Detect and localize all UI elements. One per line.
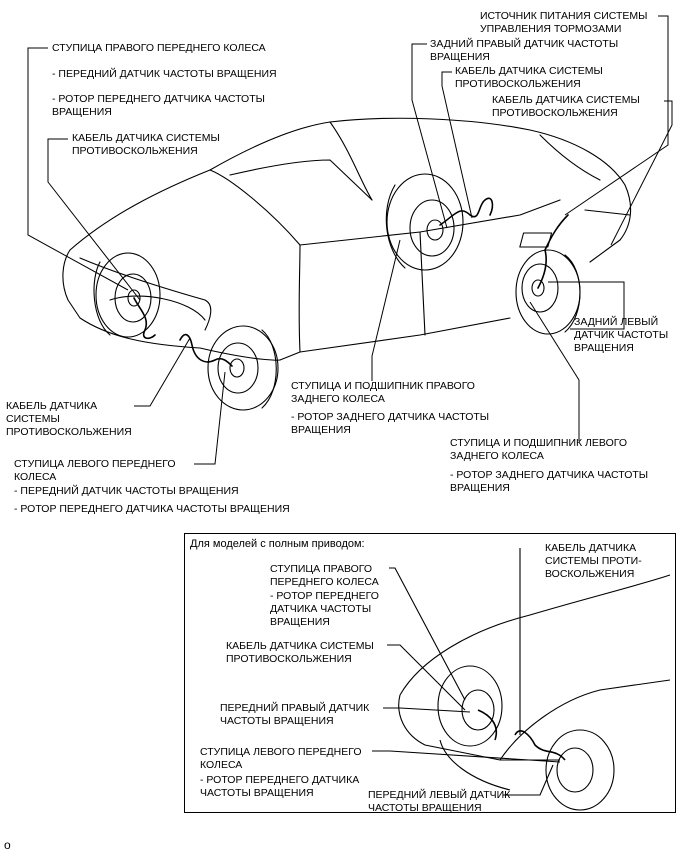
rf-hub-label: СТУПИЦА ПРАВОГО ПЕРЕДНЕГО КОЛЕСА bbox=[52, 42, 266, 54]
rr-hub-rotor-label-1: - РОТОР ЗАДНЕГО ДАТЧИКА ЧАСТОТЫ bbox=[291, 411, 490, 423]
inset-rf-hub-label-2: ПЕРЕДНЕГО КОЛЕСА bbox=[270, 576, 379, 588]
awd-inset-box bbox=[184, 533, 676, 813]
inset-rf-hub-label-4: ДАТЧИКА ЧАСТОТЫ bbox=[270, 603, 372, 615]
rf-cable-label-2: ПРОТИВОСКОЛЬЖЕНИЯ bbox=[72, 145, 198, 157]
lf-hub-sensor-label: - ПЕРЕДНИЙ ДАТЧИК ЧАСТОТЫ ВРАЩЕНИЯ bbox=[14, 485, 239, 497]
inset-cable-tr-label-2: СИСТЕМЫ ПРОТИ- bbox=[545, 555, 642, 567]
lf-cable-label-3: ПРОТИВОСКОЛЬЖЕНИЯ bbox=[6, 426, 132, 438]
inset-rf-hub-label-3: - РОТОР ПЕРЕДНЕГО bbox=[270, 590, 379, 602]
power-source-label-2: УПРАВЛЕНИЯ ТОРМОЗАМИ bbox=[480, 23, 622, 35]
power-source-label-1: ИСТОЧНИК ПИТАНИЯ СИСТЕМЫ bbox=[480, 10, 648, 22]
lf-hub-rotor-label: - РОТОР ПЕРЕДНЕГО ДАТЧИКА ЧАСТОТЫ ВРАЩЕН… bbox=[14, 503, 290, 515]
inset-rf-sensor-label-2: ЧАСТОТЫ ВРАЩЕНИЯ bbox=[220, 715, 334, 727]
rl-hub-rotor-label-2: ВРАЩЕНИЯ bbox=[450, 482, 510, 494]
inset-rf-hub-label-1: СТУПИЦА ПРАВОГО bbox=[270, 563, 373, 575]
leader-lines bbox=[27, 15, 673, 465]
rl-hub-label-1: СТУПИЦА И ПОДШИПНИК ЛЕВОГО bbox=[450, 437, 628, 449]
rr-hub-label-1: СТУПИЦА И ПОДШИПНИК ПРАВОГО bbox=[291, 380, 475, 392]
inset-lf-hub-label-3: - РОТОР ПЕРЕДНЕГО ДАТЧИКА bbox=[200, 774, 360, 786]
inset-lf-hub-label-4: ЧАСТОТЫ ВРАЩЕНИЯ bbox=[200, 787, 314, 799]
sensor-cables bbox=[133, 197, 569, 367]
rf-hub-rotor-label-1: - РОТОР ПЕРЕДНЕГО ДАТЧИКА ЧАСТОТЫ bbox=[52, 93, 265, 105]
lf-hub-label-1: СТУПИЦА ЛЕВОГО ПЕРЕДНЕГО bbox=[14, 458, 176, 470]
inset-rf-hub-label-5: ВРАЩЕНИЯ bbox=[270, 616, 330, 628]
rear-right-wheel bbox=[385, 173, 464, 271]
inset-cable-l-label-1: КАБЕЛЬ ДАТЧИКА СИСТЕМЫ bbox=[226, 640, 374, 652]
inset-lf-sensor-label-2: ЧАСТОТЫ ВРАЩЕНИЯ bbox=[368, 802, 482, 814]
inset-lf-hub-label-2: КОЛЕСА bbox=[200, 759, 243, 771]
inset-title: Для моделей с полным приводом: bbox=[190, 538, 365, 550]
rl-cable-label-2: ПРОТИВОСКОЛЬЖЕНИЯ bbox=[492, 107, 618, 119]
inset-drawing bbox=[372, 548, 671, 811]
rl-hub-label-2: ЗАДНЕГО КОЛЕСА bbox=[450, 450, 544, 462]
lf-cable-label-2: СИСТЕМЫ bbox=[6, 413, 60, 425]
rl-sensor-label-1: ЗАДНИЙ ЛЕВЫЙ bbox=[574, 316, 659, 328]
rf-hub-rotor-label-2: ВРАЩЕНИЯ bbox=[52, 106, 112, 118]
rr-sensor-label-2: ВРАЩЕНИЯ bbox=[430, 51, 490, 63]
rf-hub-sensor-label: - ПЕРЕДНИЙ ДАТЧИК ЧАСТОТЫ ВРАЩЕНИЯ bbox=[52, 68, 277, 80]
inset-lf-hub-label-1: СТУПИЦА ЛЕВОГО ПЕРЕДНЕГО bbox=[200, 746, 362, 758]
rr-sensor-label-1: ЗАДНИЙ ПРАВЫЙ ДАТЧИК ЧАСТОТЫ bbox=[430, 38, 619, 50]
inset-cable-tr-label-1: КАБЕЛЬ ДАТЧИКА bbox=[545, 542, 637, 554]
inset-lf-sensor-label-1: ПЕРЕДНИЙ ЛЕВЫЙ ДАТЧИК bbox=[368, 789, 511, 801]
rl-cable-label-1: КАБЕЛЬ ДАТЧИКА СИСТЕМЫ bbox=[492, 94, 640, 106]
front-right-wheel bbox=[93, 252, 161, 338]
inset-rf-sensor-label-1: ПЕРЕДНИЙ ПРАВЫЙ ДАТЧИК bbox=[220, 702, 370, 714]
inset-cable-tr-label-3: ВОСКОЛЬЖЕНИЯ bbox=[545, 568, 635, 580]
rr-hub-label-2: ЗАДНЕГО КОЛЕСА bbox=[291, 393, 385, 405]
rear-left-wheel bbox=[515, 249, 581, 335]
rf-cable-label-1: КАБЕЛЬ ДАТЧИКА СИСТЕМЫ bbox=[72, 132, 220, 144]
lf-cable-label-1: КАБЕЛЬ ДАТЧИКА bbox=[6, 400, 98, 412]
car-body-outline bbox=[62, 117, 632, 361]
rr-hub-rotor-label-2: ВРАЩЕНИЯ bbox=[291, 424, 351, 436]
lf-hub-label-2: КОЛЕСА bbox=[14, 471, 57, 483]
inset-cable-l-label-2: ПРОТИВОСКОЛЬЖЕНИЯ bbox=[226, 653, 352, 665]
figure-code: o bbox=[4, 838, 11, 852]
brake-power-source-box bbox=[519, 232, 553, 248]
rr-cable-label-2: ПРОТИВОСКОЛЬЖЕНИЯ bbox=[455, 78, 581, 90]
rl-sensor-label-3: ВРАЩЕНИЯ bbox=[574, 342, 634, 354]
rl-hub-rotor-label-1: - РОТОР ЗАДНЕГО ДАТЧИКА ЧАСТОТЫ bbox=[450, 469, 649, 481]
rl-sensor-label-2: ДАТЧИК ЧАСТОТЫ bbox=[574, 329, 669, 341]
front-left-wheel bbox=[207, 325, 279, 411]
rr-cable-label-1: КАБЕЛЬ ДАТЧИКА СИСТЕМЫ bbox=[455, 65, 603, 77]
